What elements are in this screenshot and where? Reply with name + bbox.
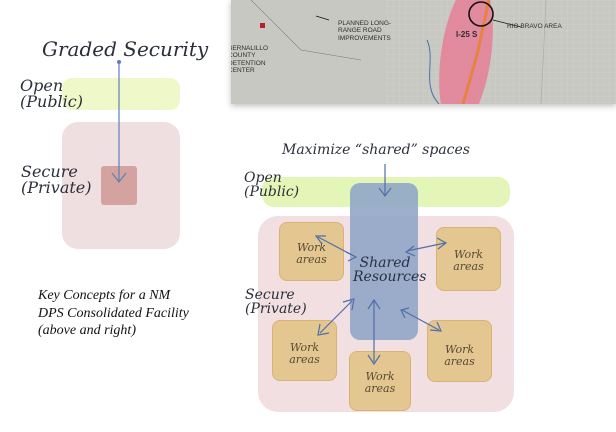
rio-bravo-label: Rio Bravo Area bbox=[507, 23, 562, 30]
i25-label: I-25 S bbox=[456, 30, 478, 39]
work-area-bottom-center: Work areas bbox=[349, 351, 411, 411]
work-area-label: Work areas bbox=[289, 341, 320, 366]
work-area-bottom-right: Work areas bbox=[427, 320, 492, 382]
maximize-shared-title: Maximize “shared” spaces bbox=[282, 142, 470, 158]
work-area-top-right: Work areas bbox=[436, 227, 501, 291]
caption-line-1: Key Concepts for a NM bbox=[38, 288, 171, 303]
map-graphic bbox=[231, 0, 616, 104]
right-secure-label: Secure (Private) bbox=[245, 287, 307, 317]
work-area-label: Work areas bbox=[444, 343, 475, 368]
left-open-zone bbox=[62, 78, 180, 110]
work-area-label: Work areas bbox=[453, 248, 484, 273]
work-area-label: Work areas bbox=[364, 370, 396, 395]
map-panel: Planned Long- Range road improvements Ri… bbox=[231, 0, 616, 104]
detention-center-marker bbox=[260, 23, 265, 28]
left-secure-label: Secure (Private) bbox=[21, 162, 92, 197]
shared-resources-label: Shared Resources bbox=[353, 255, 427, 285]
i25-highlight bbox=[439, 0, 493, 104]
graded-security-title: Graded Security bbox=[42, 37, 209, 61]
caption-line-3: (above and right) bbox=[38, 323, 136, 338]
caption: Key Concepts for a NM DPS Consolidated F… bbox=[38, 287, 243, 340]
right-open-label: Open (Public) bbox=[244, 170, 300, 200]
left-open-label: Open (Public) bbox=[20, 76, 83, 111]
caption-line-2: DPS Consolidated Facility bbox=[38, 305, 189, 321]
shared-resources-zone bbox=[350, 183, 418, 340]
planned-improvements-label: Planned Long- Range road improvements bbox=[338, 20, 392, 42]
detention-center-label: Bernalillo County Detention Center bbox=[231, 45, 269, 75]
work-area-label: Work areas bbox=[296, 241, 327, 266]
interchange-marker bbox=[468, 1, 494, 27]
work-area-bottom-left: Work areas bbox=[272, 320, 337, 381]
work-area-top-left: Work areas bbox=[279, 222, 344, 281]
road-line bbox=[461, 0, 491, 104]
